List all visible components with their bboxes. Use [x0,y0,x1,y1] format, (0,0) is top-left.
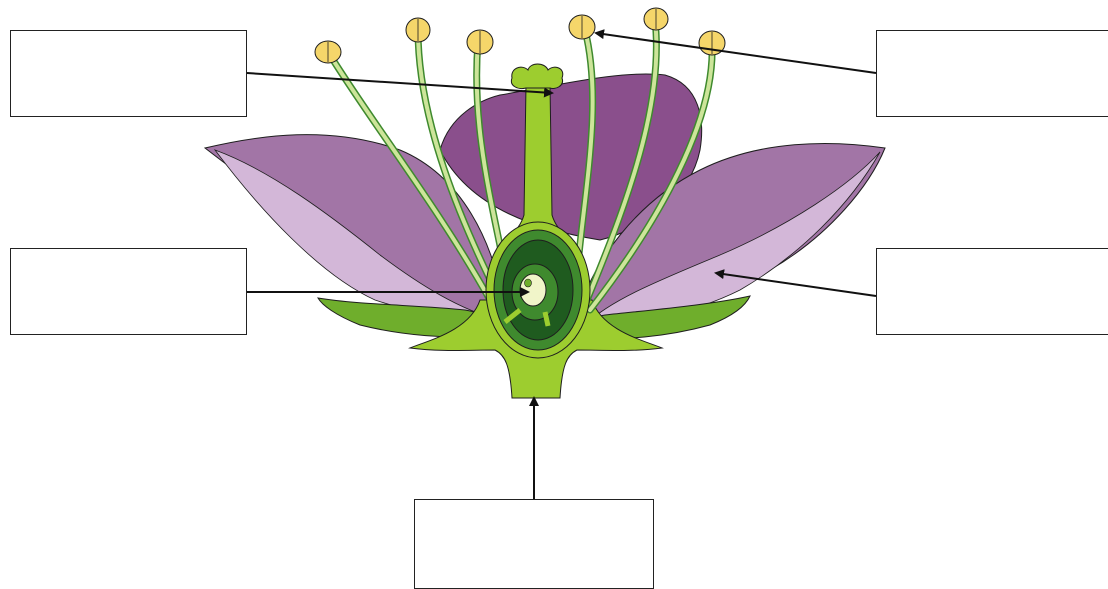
ovule [520,274,546,306]
label-box-top-left[interactable] [10,30,247,117]
arrow-to-stigma [247,73,552,93]
stigma [511,64,562,89]
label-box-middle-right[interactable] [876,248,1108,335]
label-box-top-right[interactable] [876,30,1108,117]
label-box-middle-left[interactable] [10,248,247,335]
label-box-bottom-center[interactable] [414,499,654,589]
egg-cell [525,279,532,287]
anthers [315,8,725,63]
arrow-to-anther [596,33,876,73]
